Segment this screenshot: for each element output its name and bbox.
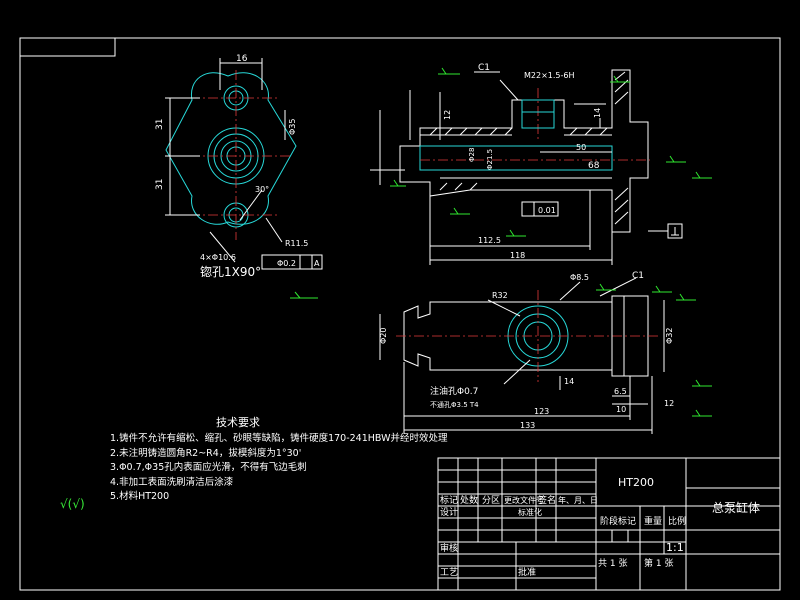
tb-header-sign: 签名 <box>538 494 556 506</box>
dim-holes: 4×Φ10.6 <box>200 253 236 262</box>
tb-standard: 标准化 <box>518 507 542 517</box>
tb-header-change: 更改文件号 <box>504 495 544 505</box>
dim-phi32: Φ32 <box>665 328 674 344</box>
dim-14-bottom: 14 <box>564 377 574 386</box>
dim-16: 16 <box>236 54 248 64</box>
dim-31-upper: 31 <box>155 119 165 130</box>
tb-sheet-total: 共 1 张 <box>598 558 627 569</box>
dim-14: 14 <box>593 108 602 118</box>
roughness-mark: √(√) <box>60 497 85 511</box>
title-block <box>437 457 781 591</box>
tb-header-zone: 分区 <box>482 495 500 506</box>
tb-approve: 批准 <box>518 566 536 578</box>
tb-stage-mark: 阶段标记 <box>600 515 636 527</box>
section-view <box>370 67 712 265</box>
dim-112-5: 112.5 <box>478 236 501 245</box>
geometric-tolerance: Φ0.2 <box>277 259 296 268</box>
thread-spec: M22×1.5-6H <box>524 71 575 80</box>
dim-phi28: Φ28 <box>468 148 476 162</box>
tb-process: 工艺 <box>440 567 458 578</box>
blind-hole-note: 不通孔Φ3.5 T4 <box>430 400 479 409</box>
dim-133: 133 <box>520 421 535 430</box>
tb-scale: 1:1 <box>666 541 684 554</box>
tb-scale-label: 比例 <box>668 515 686 527</box>
tech-req-item-2: 2.未注明铸造圆角R2~R4，拔模斜度为1°30' <box>110 447 301 459</box>
dim-123: 123 <box>534 407 549 416</box>
dim-31-lower: 31 <box>155 179 165 190</box>
dim-phi20: Φ20 <box>379 328 388 344</box>
end-view <box>165 58 323 299</box>
dim-10: 10 <box>616 405 626 414</box>
tech-requirements-title: 技术要求 <box>216 416 260 429</box>
flatness-value: 0.01 <box>538 206 556 215</box>
plan-view <box>379 277 712 434</box>
dim-phi35: Φ35 <box>288 119 297 135</box>
dim-phi8-5: Φ8.5 <box>570 273 589 282</box>
dim-6-5: 6.5 <box>614 387 627 396</box>
chamfer-c1-top: C1 <box>478 63 490 73</box>
tb-header-mark: 标记 <box>440 494 458 506</box>
tech-req-item-4: 4.非加工表面洗刷清洁后涂漆 <box>110 476 234 488</box>
dim-12-bottom: 12 <box>664 399 674 408</box>
tb-weight: 重量 <box>644 515 662 527</box>
tb-header-date: 年、月、日 <box>558 495 598 505</box>
sheet-border <box>19 37 781 591</box>
dim-radius: R11.5 <box>285 239 308 248</box>
dim-50: 50 <box>576 143 586 152</box>
countersink-note: 锪孔1X90° <box>200 264 261 279</box>
tech-req-item-3: 3.Φ0.7,Φ35孔内表面应光滑，不得有飞边毛刺 <box>110 461 307 473</box>
datum-label: A <box>314 259 320 268</box>
tech-req-item-5: 5.材料HT200 <box>110 490 169 502</box>
dim-118: 118 <box>510 251 525 260</box>
dim-68: 68 <box>588 161 600 171</box>
dim-phi21: Φ21.5 <box>486 149 494 170</box>
tb-review: 审核 <box>440 542 458 554</box>
dim-angle: 30° <box>255 185 269 194</box>
tb-material: HT200 <box>618 476 654 489</box>
tech-req-item-1: 1.铸件不允许有缩松、缩孔、砂眼等缺陷，铸件硬度170-241HBW并经时效处理 <box>110 432 448 444</box>
chamfer-c1-bottom: C1 <box>632 271 644 281</box>
oil-hole-note: 注油孔Φ0.7 <box>430 385 478 397</box>
tb-header-count: 处数 <box>460 494 478 506</box>
tb-sheet-no: 第 1 张 <box>644 557 673 569</box>
stamp-box <box>19 37 116 57</box>
dim-12: 12 <box>443 110 452 120</box>
tb-part-name: 总泵缸体 <box>712 500 760 515</box>
dim-r32: R32 <box>492 291 508 300</box>
tb-design: 设计 <box>440 506 458 518</box>
